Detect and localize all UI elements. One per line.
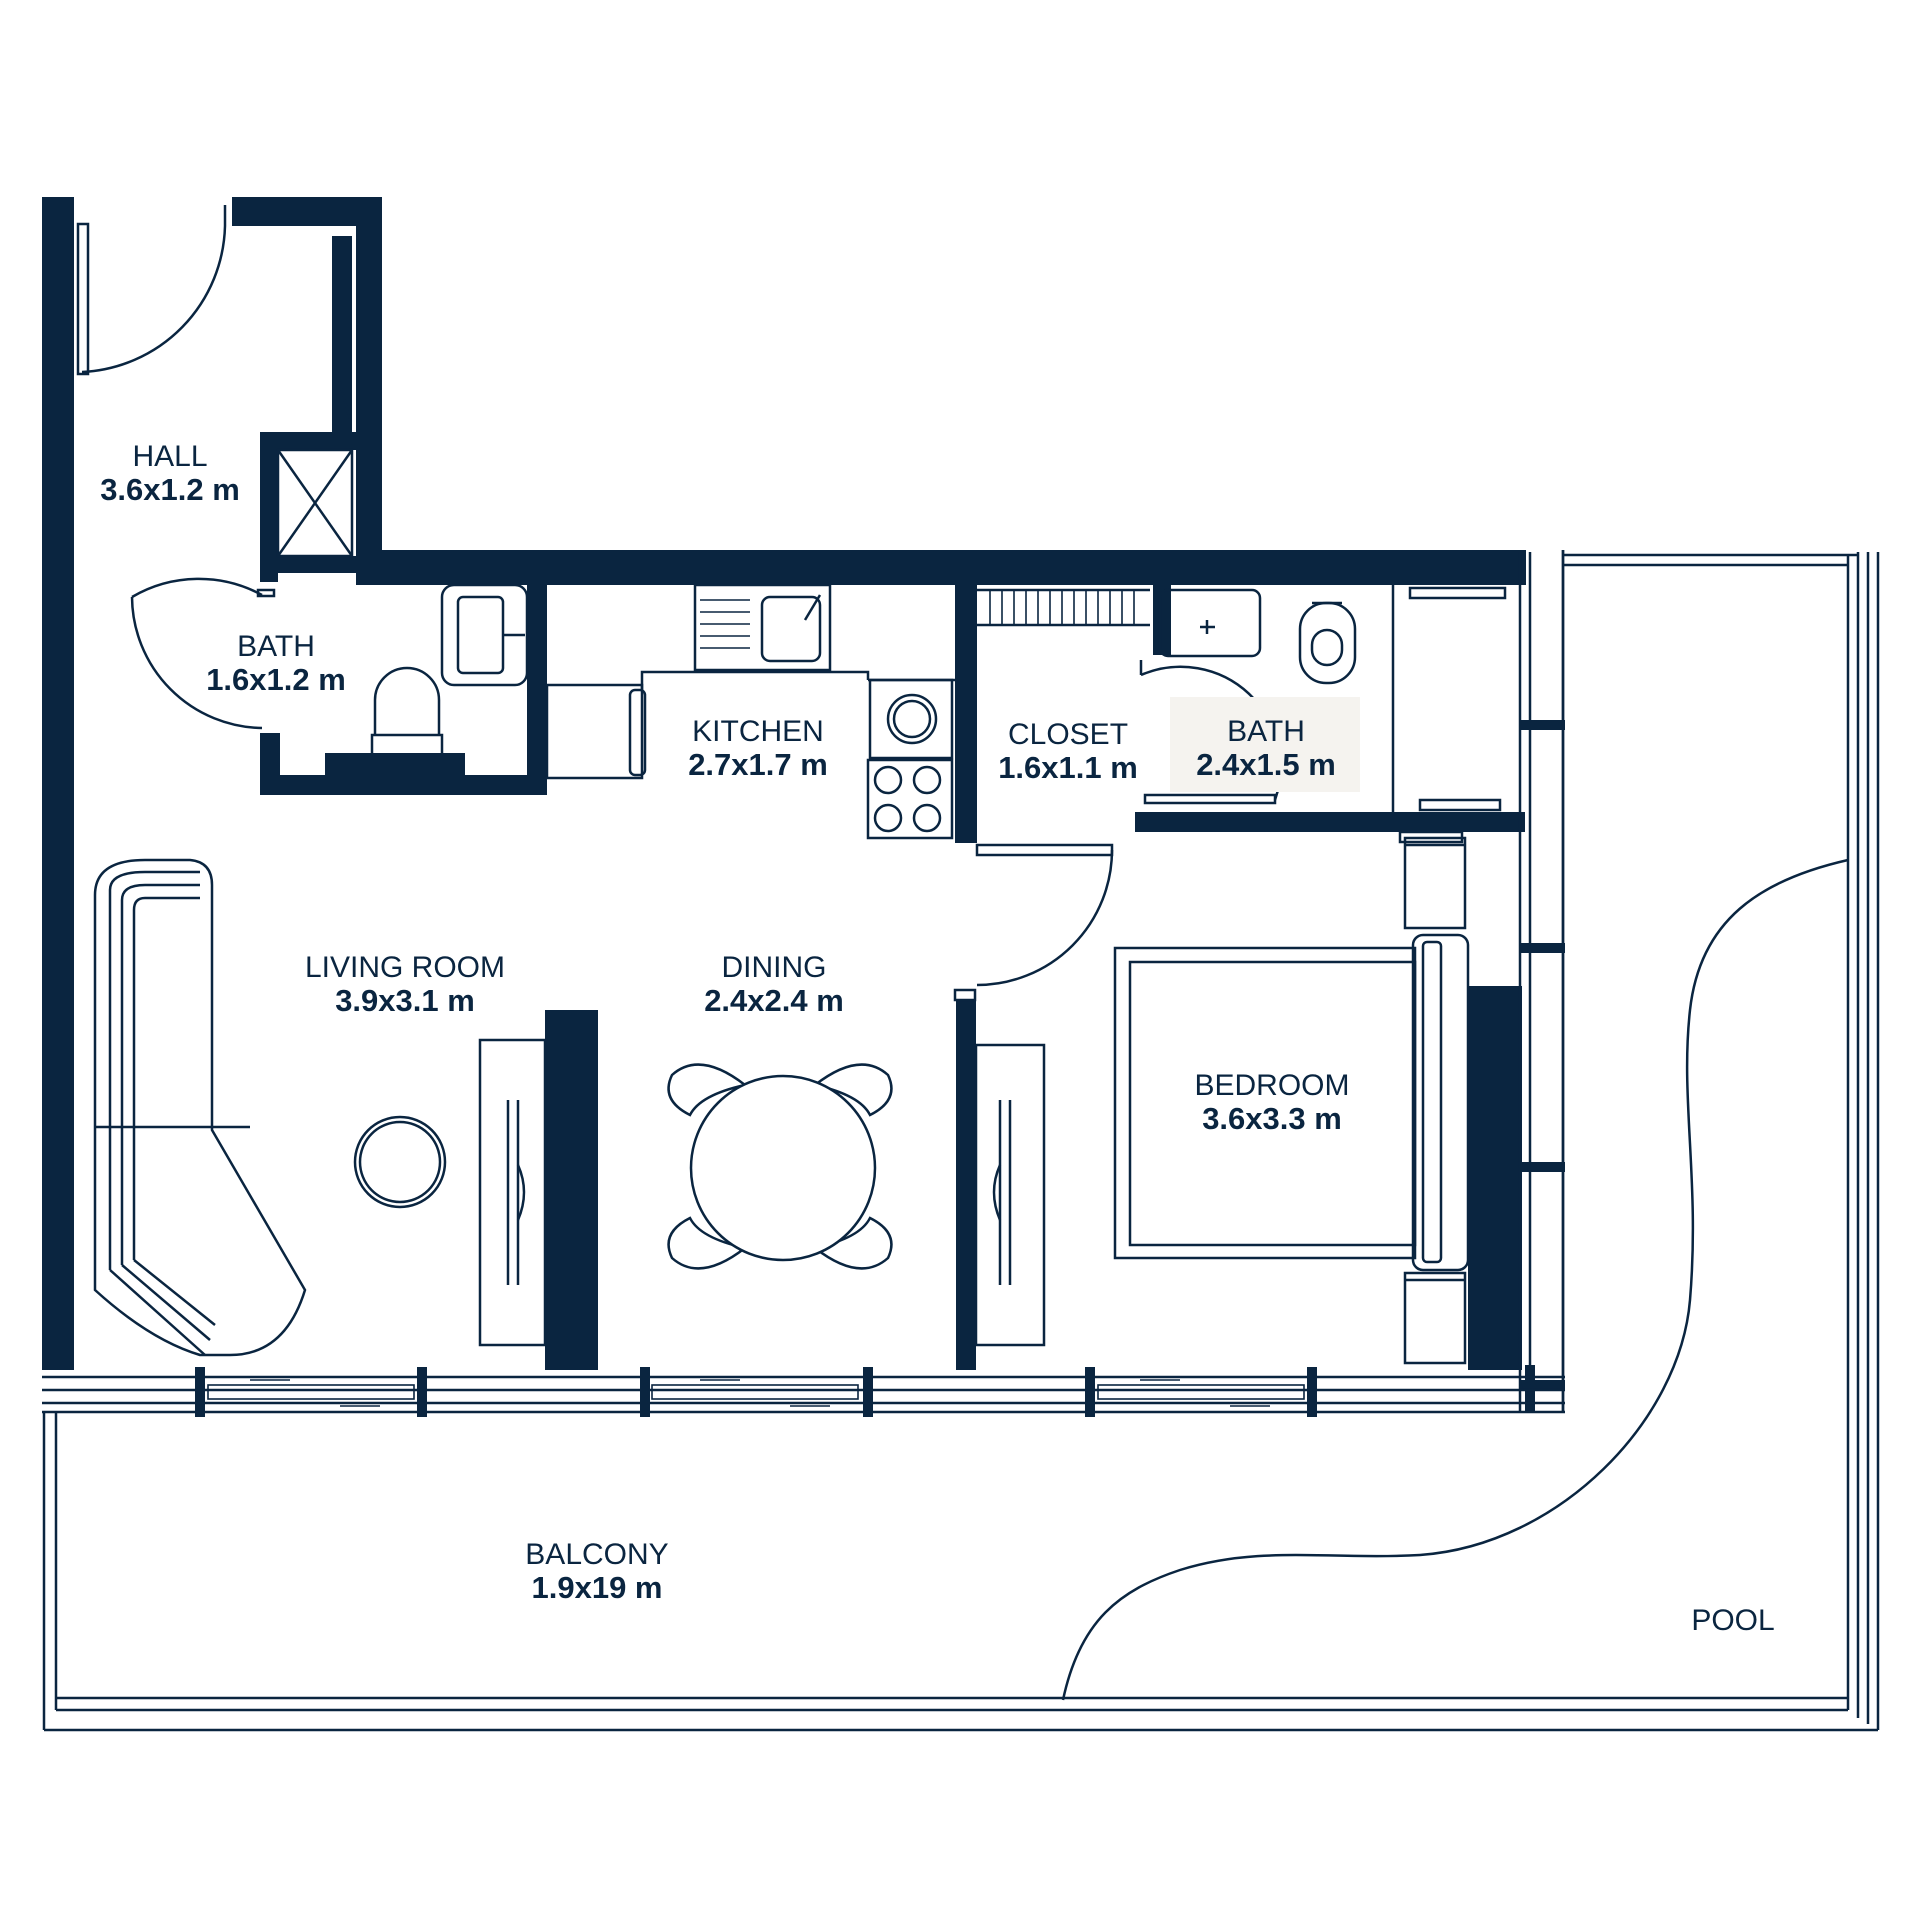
coffee-table: [353, 1115, 447, 1209]
bath-highlight: [1170, 697, 1360, 792]
room-name-hall: HALL: [132, 440, 207, 473]
label-dining: DINING 2.4x2.4 m: [704, 951, 844, 1018]
bed-icon: [1113, 836, 1470, 1365]
room-size-living: 3.9x3.1 m: [335, 983, 475, 1018]
sink-icon: [693, 583, 832, 672]
coffee-table-inner: [358, 1120, 442, 1204]
label-bath1: BATH 1.6x1.2 m: [206, 630, 346, 697]
label-hall: HALL 3.6x1.2 m: [100, 440, 240, 507]
label-closet: CLOSET 1.6x1.1 m: [998, 718, 1138, 785]
room-size-balcony: 1.9x19 m: [532, 1570, 663, 1605]
pool-edge: [1061, 858, 1849, 1701]
room-name-kitchen: KITCHEN: [692, 715, 824, 748]
label-bedroom: BEDROOM 3.6x3.3 m: [1194, 1069, 1349, 1136]
sofa-icon: [93, 858, 307, 1357]
toilet-icon: [370, 666, 444, 757]
sink-icon: [440, 583, 529, 687]
washer-icon: [868, 678, 954, 760]
label-bath2: BATH 2.4x1.5 m: [1196, 715, 1336, 782]
label-balcony: BALCONY 1.9x19 m: [525, 1538, 668, 1605]
room-size-closet: 1.6x1.1 m: [998, 750, 1138, 785]
window-lines: [42, 222, 1565, 1417]
room-size-bath1: 1.6x1.2 m: [206, 662, 346, 697]
label-kitchen: KITCHEN 2.7x1.7 m: [688, 715, 828, 782]
room-size-hall: 3.6x1.2 m: [100, 472, 240, 507]
label-living: LIVING ROOM 3.9x3.1 m: [305, 951, 505, 1018]
room-name-bath2: BATH: [1227, 715, 1305, 748]
room-name-bath1: BATH: [237, 630, 315, 663]
room-name-balcony: BALCONY: [525, 1538, 668, 1571]
door-swing-icon: [81, 205, 1282, 1002]
room-size-bath2: 2.4x1.5 m: [1196, 747, 1336, 782]
balcony-outline: [42, 552, 1880, 1732]
sliding-door-icon: [207, 1379, 1305, 1407]
shaft-box: [276, 239, 354, 558]
tv-console-right: [974, 1043, 1046, 1347]
room-size-kitchen: 2.7x1.7 m: [688, 747, 828, 782]
room-name-dining: DINING: [722, 951, 827, 984]
room-size-bedroom: 3.6x3.3 m: [1202, 1101, 1342, 1136]
closet-rack: [977, 588, 1150, 627]
toilet-icon: [1298, 601, 1357, 685]
room-name-pool: POOL: [1691, 1604, 1774, 1637]
tv-console-left: [478, 1038, 547, 1347]
room-size-dining: 2.4x2.4 m: [704, 983, 844, 1018]
sink-icon: [1158, 588, 1262, 658]
walls: [42, 197, 1526, 1370]
dining-table-icon: [667, 1063, 893, 1270]
room-name-closet: CLOSET: [1008, 718, 1128, 751]
stove-icon: [866, 758, 954, 840]
room-name-bedroom: BEDROOM: [1194, 1069, 1349, 1102]
label-pool: POOL: [1691, 1604, 1774, 1637]
room-name-living: LIVING ROOM: [305, 951, 505, 984]
